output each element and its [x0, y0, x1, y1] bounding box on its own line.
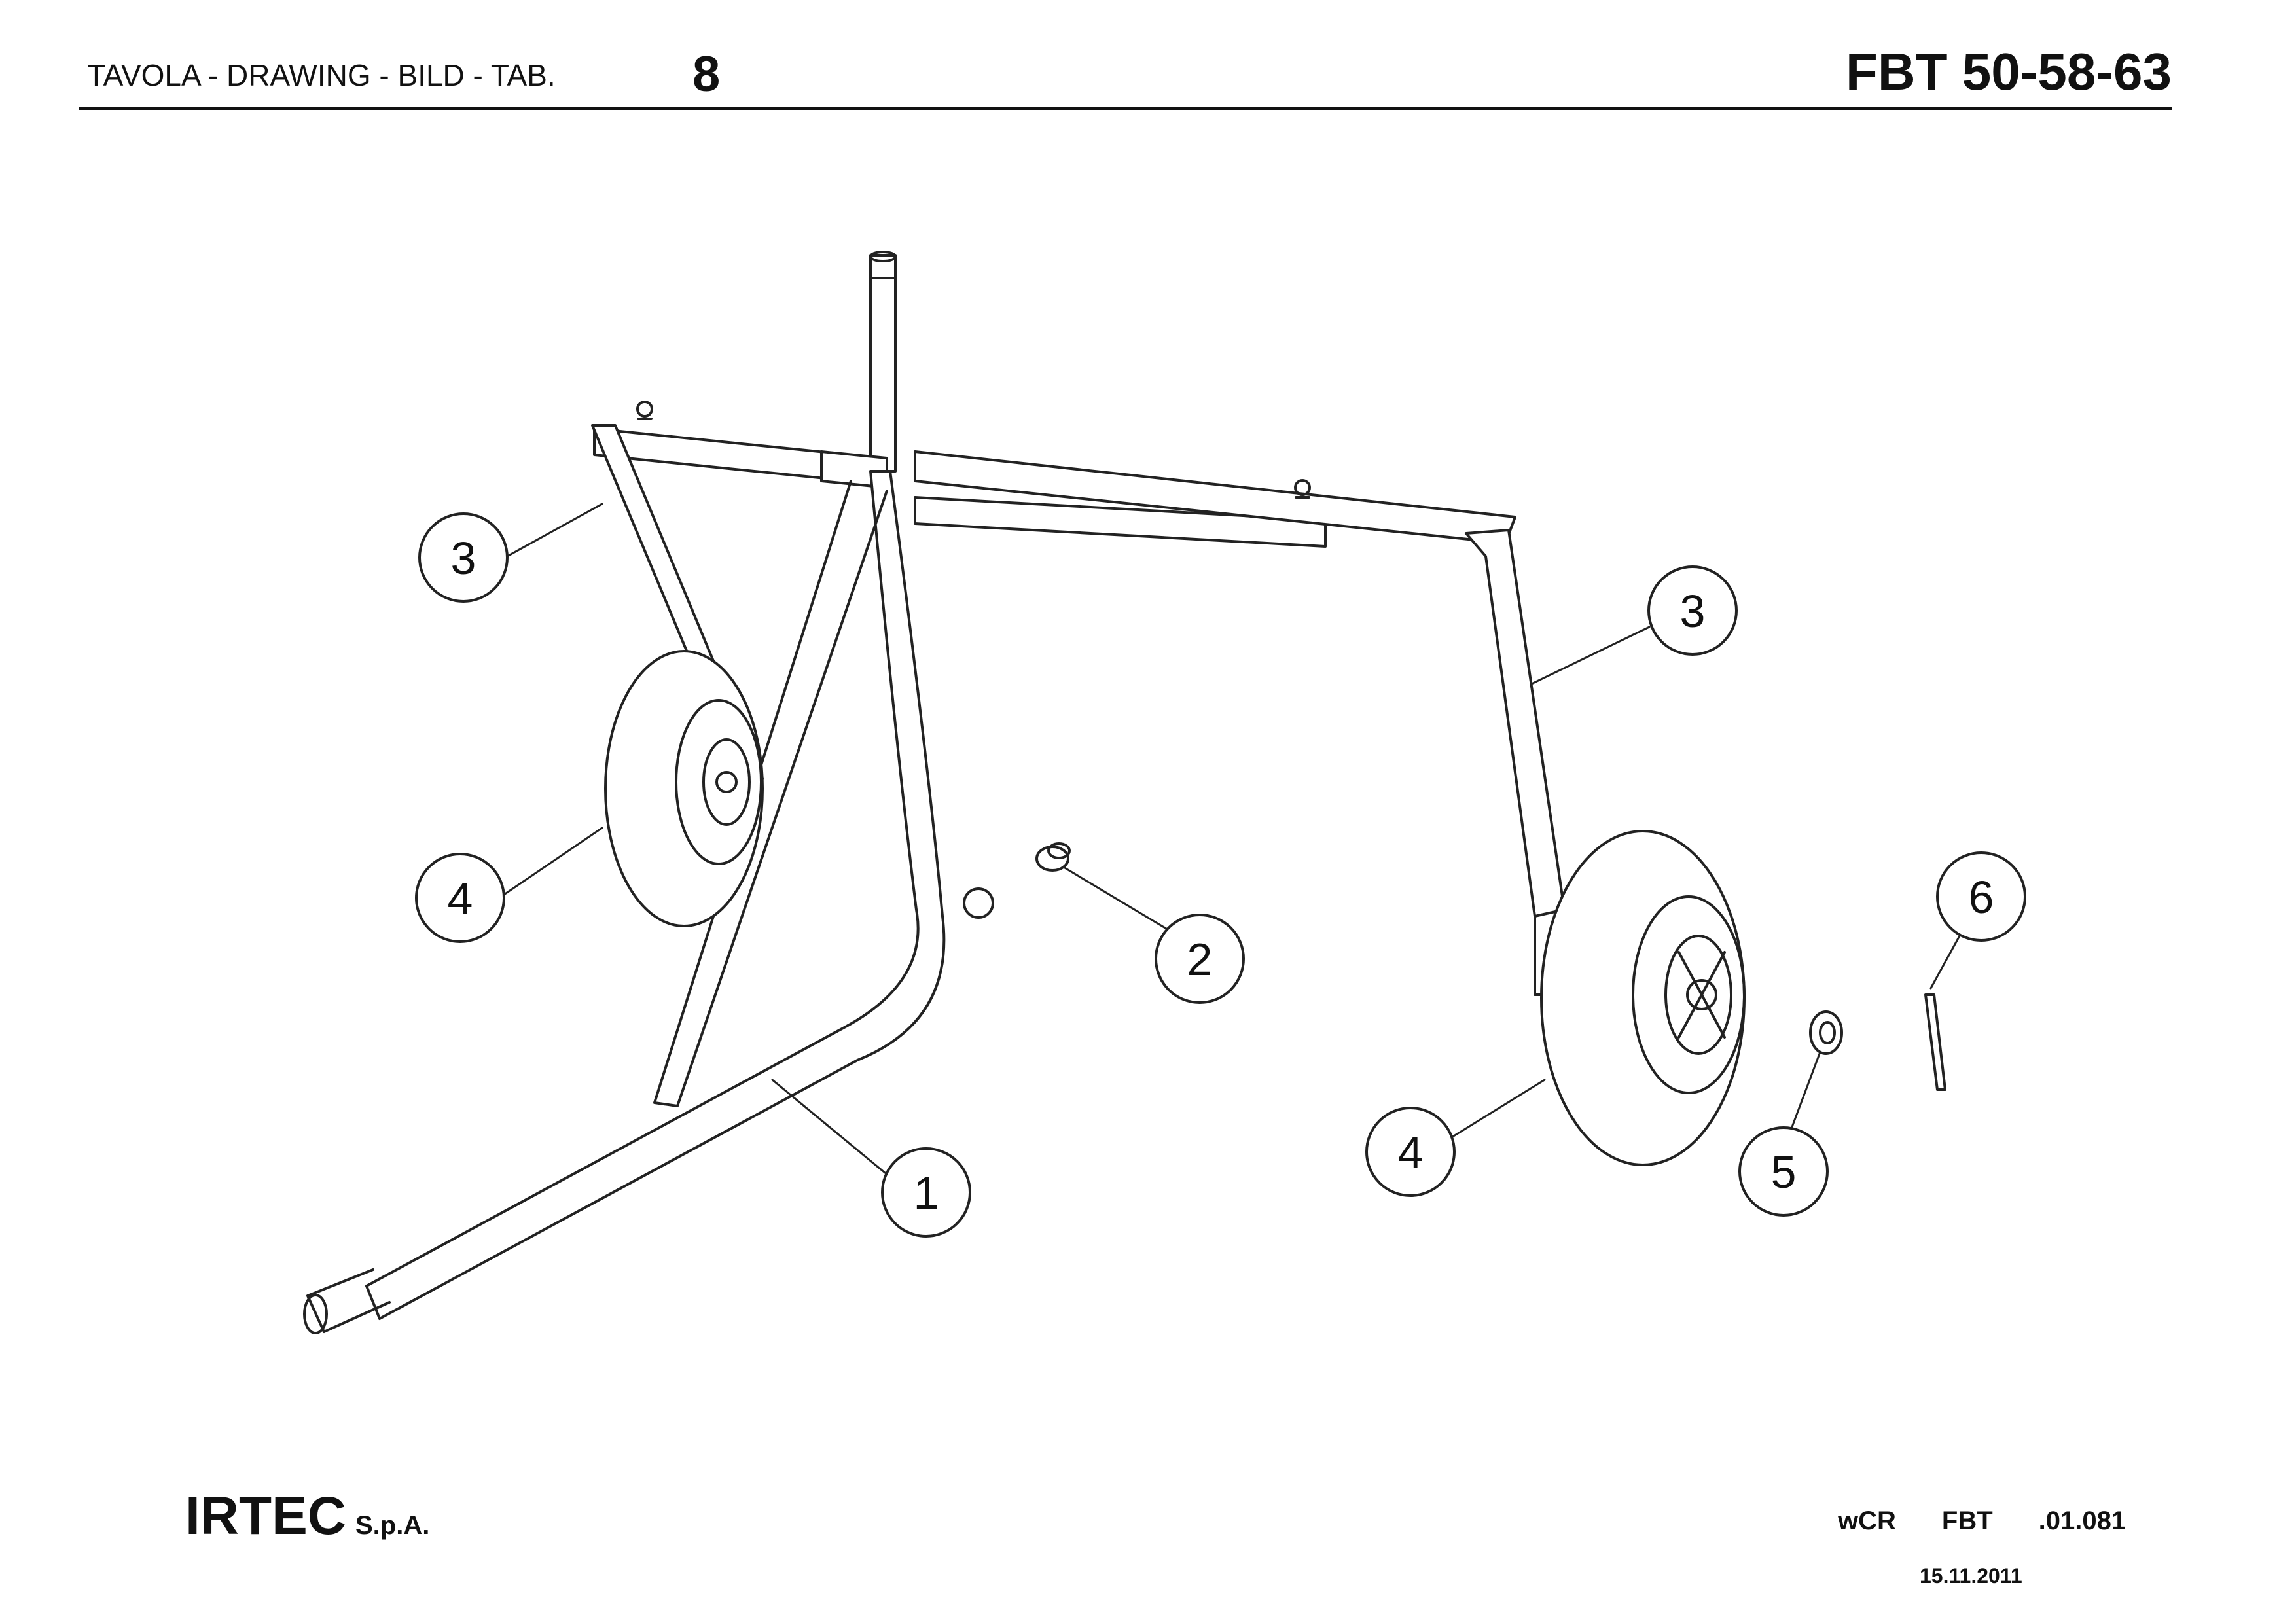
bushing-part: [1035, 842, 1071, 872]
callout-3-right: 3: [1647, 565, 1738, 656]
callout-number: 1: [914, 1168, 939, 1219]
footer-company: IRTEC S.p.A.: [185, 1486, 429, 1547]
right-leg: [1465, 529, 1566, 996]
ref-code-c: .01.081: [2038, 1507, 2126, 1535]
callout-number: 3: [1680, 586, 1706, 637]
document-reference: wCR FBT .01.081: [1838, 1507, 2126, 1536]
callout-group: 3 3 4 2 1 4 5 6: [415, 512, 2026, 1238]
callout-1: 1: [881, 1147, 971, 1238]
callout-number: 5: [1771, 1147, 1797, 1198]
callout-3-left: 3: [418, 512, 509, 603]
ref-code-b: FBT: [1941, 1507, 1993, 1535]
table-number: 8: [692, 46, 721, 102]
callout-number: 6: [1969, 872, 1994, 923]
left-wheel: [604, 650, 764, 927]
callout-4-right: 4: [1365, 1107, 1456, 1197]
callout-4-left: 4: [415, 853, 505, 943]
callout-2: 2: [1155, 914, 1245, 1004]
ref-code-a: wCR: [1838, 1507, 1896, 1535]
callout-6: 6: [1936, 851, 2026, 942]
callout-number: 3: [451, 533, 476, 584]
mast-tube: [869, 251, 897, 473]
callout-number: 2: [1187, 934, 1213, 985]
crossbar-left: [593, 401, 888, 489]
callout-number: 4: [1398, 1127, 1424, 1178]
callout-5: 5: [1738, 1126, 1829, 1217]
company-suffix: S.p.A.: [355, 1511, 430, 1540]
document-date: 15.11.2011: [1920, 1564, 2022, 1588]
callout-number: 4: [448, 873, 473, 924]
right-wheel: [1540, 830, 1746, 1166]
model-title: FBT 50-58-63: [1846, 43, 2172, 101]
crossbar-right: [914, 450, 1516, 548]
cotter-pin-part: [1924, 993, 1946, 1091]
company-name: IRTEC: [185, 1486, 346, 1546]
washer-part: [1809, 1010, 1843, 1055]
header-rule: [79, 107, 2172, 110]
header-label: TAVOLA - DRAWING - BILD - TAB.: [87, 58, 556, 92]
